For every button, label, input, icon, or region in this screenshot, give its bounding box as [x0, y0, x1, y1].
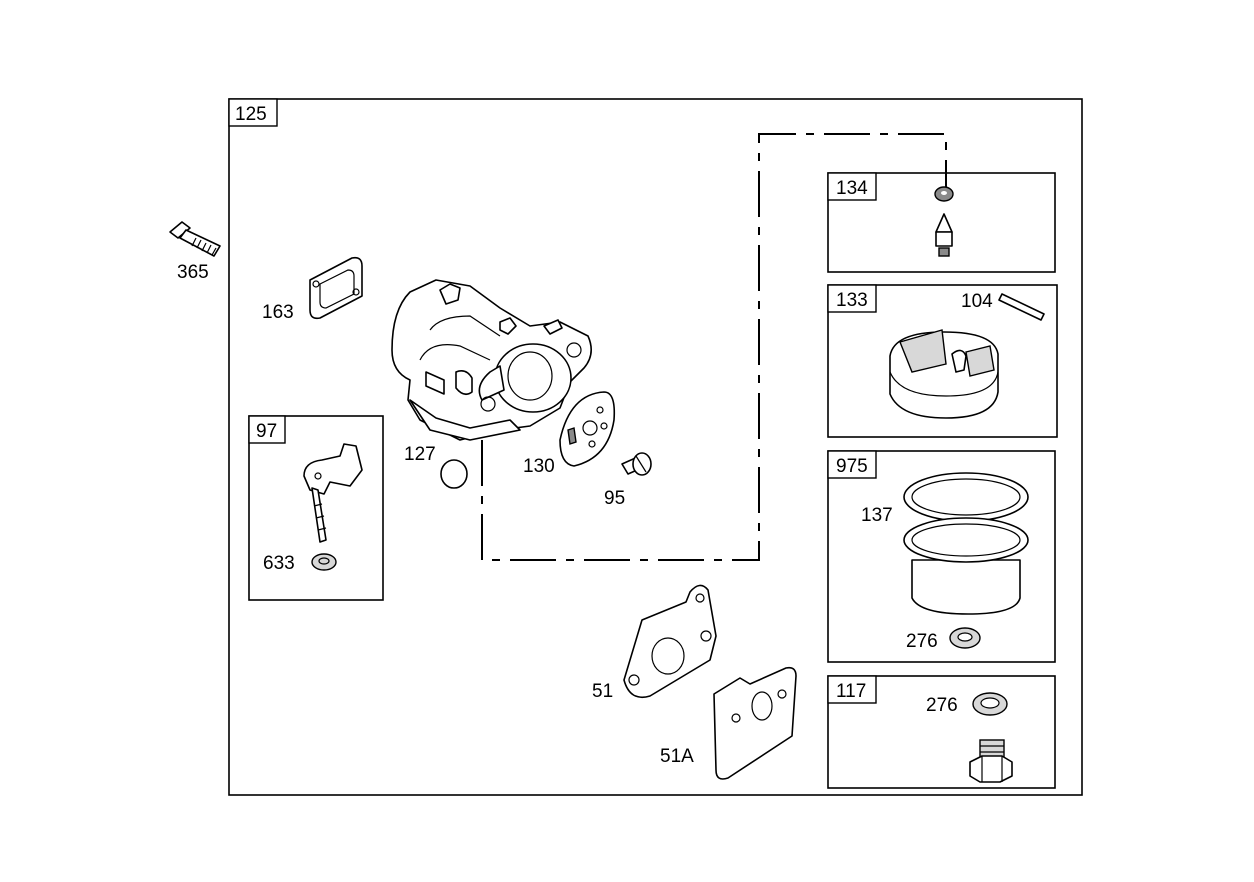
insulator-part: [713, 666, 797, 780]
label-bowl-ring: 137: [861, 505, 893, 526]
top-gasket-part: [309, 256, 363, 320]
label-screw: 95: [604, 488, 625, 509]
bowl-nut-part: [969, 739, 1013, 783]
label-top-gasket: 163: [262, 302, 294, 323]
frame-bowl-nut: 117: [827, 675, 1056, 789]
needle-valve-part: [934, 186, 954, 257]
bowl-washer-part: [949, 627, 981, 649]
frame-bowl-nut-label: 117: [836, 681, 866, 702]
bolt-part: [169, 221, 221, 257]
frame-bowl-label: 975: [836, 456, 868, 477]
float-pin-part: [998, 293, 1045, 321]
float-part: [889, 329, 999, 419]
diaphragm-part: [559, 391, 616, 467]
frame-choke: 97: [248, 415, 384, 601]
label-gasket: 51: [592, 681, 613, 702]
nut-washer-part: [972, 692, 1008, 716]
welch-plug-part: [440, 459, 468, 489]
frame-bowl: 975: [827, 450, 1056, 663]
label-diaphragm: 130: [523, 456, 555, 477]
frame-main: 125: [228, 98, 1083, 796]
gasket-part: [623, 584, 717, 699]
label-bowl-washer: 276: [906, 631, 938, 652]
label-insulator: 51A: [660, 746, 694, 767]
label-float-pin: 104: [961, 291, 993, 312]
label-nut-washer: 276: [926, 695, 958, 716]
frame-float-valve: 134: [827, 172, 1056, 273]
frame-float-valve-label: 134: [836, 178, 868, 199]
carburetor-body-part: [391, 279, 592, 441]
frame-float-label: 133: [836, 290, 868, 311]
linkage-lines: [481, 133, 947, 561]
frame-main-label: 125: [235, 104, 267, 125]
bowl-part: [903, 517, 1029, 615]
screw-part: [621, 452, 652, 476]
choke-shaft-part: [303, 443, 363, 543]
frame-float: 133: [827, 284, 1058, 438]
label-plug: 127: [404, 444, 436, 465]
bowl-ring-part: [903, 472, 1029, 522]
choke-washer-part: [311, 553, 337, 571]
label-bolt: 365: [177, 262, 209, 283]
label-choke-washer: 633: [263, 553, 295, 574]
frame-choke-label: 97: [256, 421, 277, 442]
